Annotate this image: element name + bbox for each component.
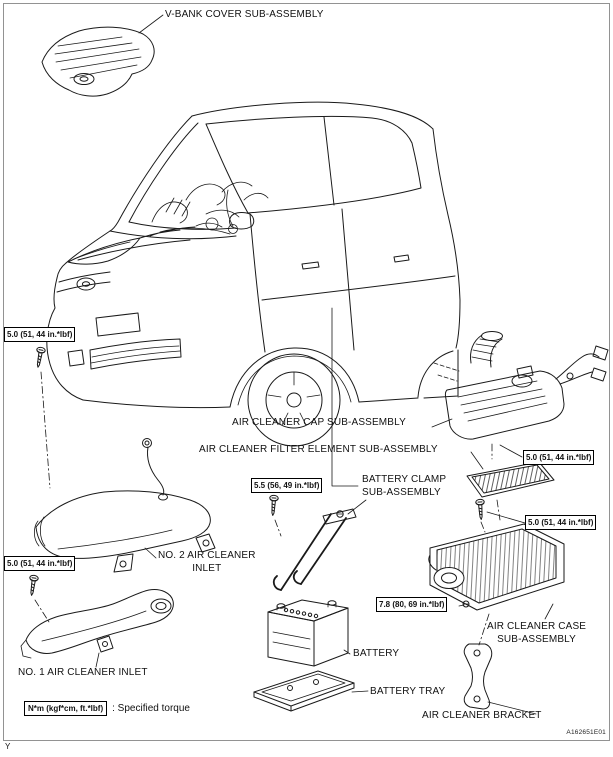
battery-label: BATTERY (353, 648, 400, 659)
filter-element-illustration (466, 461, 555, 498)
torque-box-no1-inlet-bolt: 5.0 (51, 44 in.*lbf) (4, 556, 76, 571)
torque-box-case-bolt: 7.8 (80, 69 in.*lbf) (376, 597, 448, 612)
no1-air-cleaner-inlet-label: NO. 1 AIR CLEANER INLET (18, 667, 148, 678)
assembly-center-lines (34, 371, 501, 646)
torque-box-no2-inlet-bolt: 5.0 (51, 44 in.*lbf) (4, 327, 76, 342)
battery-clamp-illustration (272, 508, 357, 591)
no2-air-cleaner-inlet-label: NO. 2 AIR CLEANER INLET (158, 550, 256, 574)
air-cleaner-cap-label: AIR CLEANER CAP SUB-ASSEMBLY (232, 417, 406, 428)
vehicle-illustration (46, 101, 461, 447)
air-cleaner-bracket-label: AIR CLEANER BRACKET (422, 710, 542, 721)
torque-legend-text: : Specified torque (112, 703, 190, 714)
torque-legend: N*m (kgf*cm, ft.*lbf) : Specified torque (24, 701, 190, 716)
battery-tray-label: BATTERY TRAY (370, 686, 446, 697)
screw-icon (475, 498, 486, 521)
page-frame (3, 3, 610, 741)
air-cleaner-case-label: AIR CLEANER CASE SUB-ASSEMBLY (487, 621, 587, 645)
torque-box-cap-screw: 5.0 (51, 44 in.*lbf) (523, 450, 595, 465)
torque-box-battery-clamp-bolt: 5.5 (56, 49 in.*lbf) (251, 478, 323, 493)
battery-illustration (267, 599, 349, 667)
battery-clamp-label: BATTERY CLAMP SUB-ASSEMBLY (362, 474, 447, 498)
leader-lines (95, 14, 554, 715)
no1-inlet-illustration (20, 589, 174, 659)
torque-box-case-screw: 5.0 (51, 44 in.*lbf) (525, 515, 597, 530)
air-cleaner-bracket-illustration (463, 643, 493, 710)
air-cleaner-filter-element-label: AIR CLEANER FILTER ELEMENT SUB-ASSEMBLY (199, 444, 438, 455)
page-corner-mark: Y (5, 742, 11, 751)
air-cleaner-cap-illustration (433, 331, 609, 440)
screw-icon (33, 346, 47, 369)
screw-icon (268, 494, 279, 517)
v-bank-cover-illustration (41, 26, 155, 97)
torque-unit-box: N*m (kgf*cm, ft.*lbf) (24, 701, 108, 716)
screw-icon (26, 574, 40, 597)
v-bank-cover-label: V-BANK COVER SUB-ASSEMBLY (165, 9, 324, 20)
figure-code: A162651E01 (566, 729, 606, 736)
engine-bay-sketch (151, 181, 269, 235)
battery-tray-illustration (253, 670, 355, 712)
air-cleaner-case-illustration (428, 523, 565, 611)
